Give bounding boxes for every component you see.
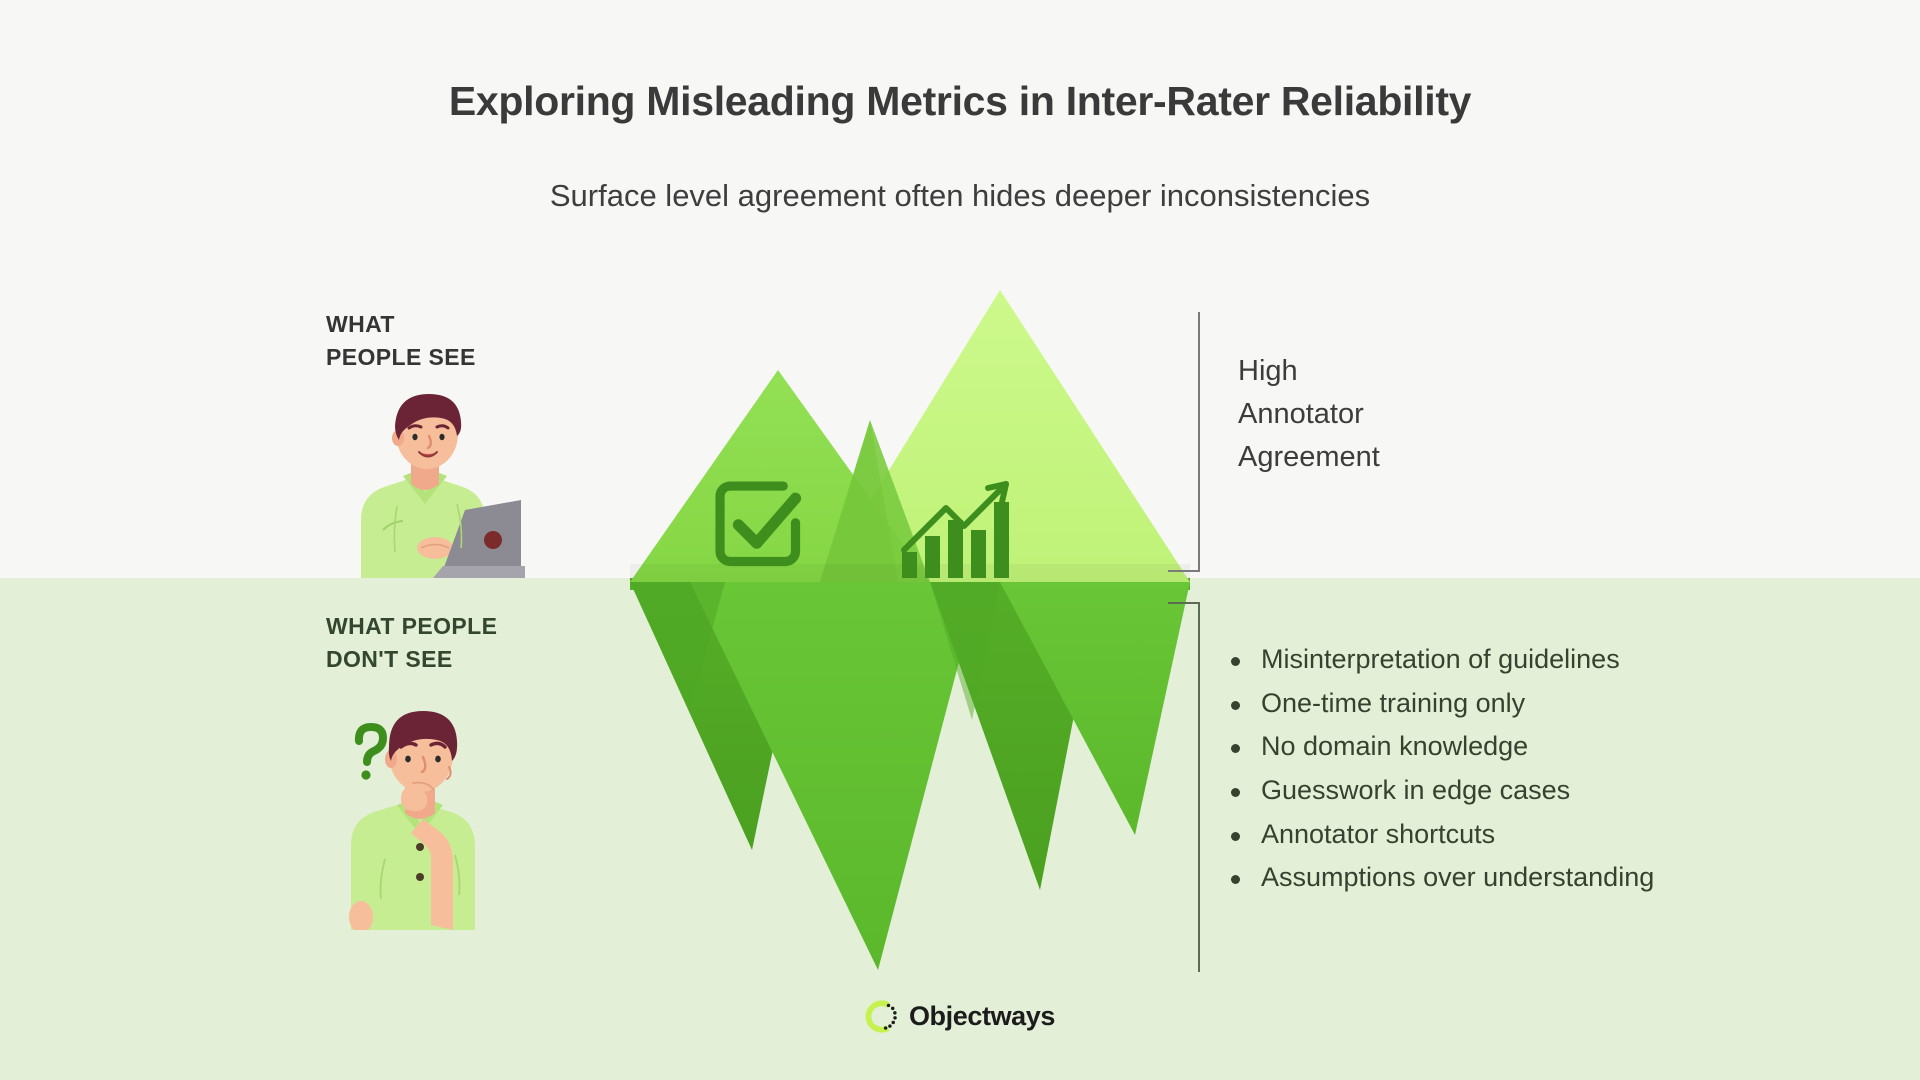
iceberg-submerged [630, 578, 1190, 970]
iceberg-peaks [630, 290, 1190, 582]
list-item: Annotator shortcuts [1225, 815, 1845, 855]
list-item: One-time training only [1225, 684, 1845, 724]
bracket-bottom-tick [1168, 570, 1200, 572]
list-item: Misinterpretation of guidelines [1225, 640, 1845, 680]
bracket-below-water [1168, 602, 1200, 972]
person-at-laptop-illustration [361, 394, 525, 578]
question-mark-icon [354, 722, 388, 780]
list-item: Guesswork in edge cases [1225, 771, 1845, 811]
bracket-vertical-line [1198, 312, 1200, 572]
hidden-issues-bullet-list: Misinterpretation of guidelines One-time… [1225, 640, 1845, 902]
page-subtitle: Surface level agreement often hides deep… [549, 178, 1371, 213]
brand-name: Objectways [908, 1001, 1056, 1031]
iceberg-graphic [630, 290, 1190, 970]
person-thinking-question-mark-illustration [349, 711, 475, 930]
page-title: Exploring Misleading Metrics in Inter-Ra… [448, 78, 1472, 124]
callout-high-annotator-agreement: High Annotator Agreement [1238, 355, 1380, 473]
bar-chart-growth-icon [901, 481, 1009, 578]
list-item: No domain knowledge [1225, 727, 1845, 767]
label-what-people-dont-see: WHAT PEOPLE DON'T SEE [326, 613, 498, 672]
list-item: Assumptions over understanding [1225, 858, 1845, 898]
checkbox-check-icon [715, 481, 802, 567]
bracket-vertical-line [1198, 602, 1200, 972]
footer-logo: Objectways [0, 1000, 1920, 1033]
objectways-ring-logo-icon [865, 1000, 897, 1033]
peak-right-light [820, 290, 1190, 582]
bracket-top-tick [1168, 602, 1200, 604]
bracket-above-water [1168, 312, 1200, 572]
label-what-people-see: WHAT PEOPLE SEE [326, 311, 476, 370]
